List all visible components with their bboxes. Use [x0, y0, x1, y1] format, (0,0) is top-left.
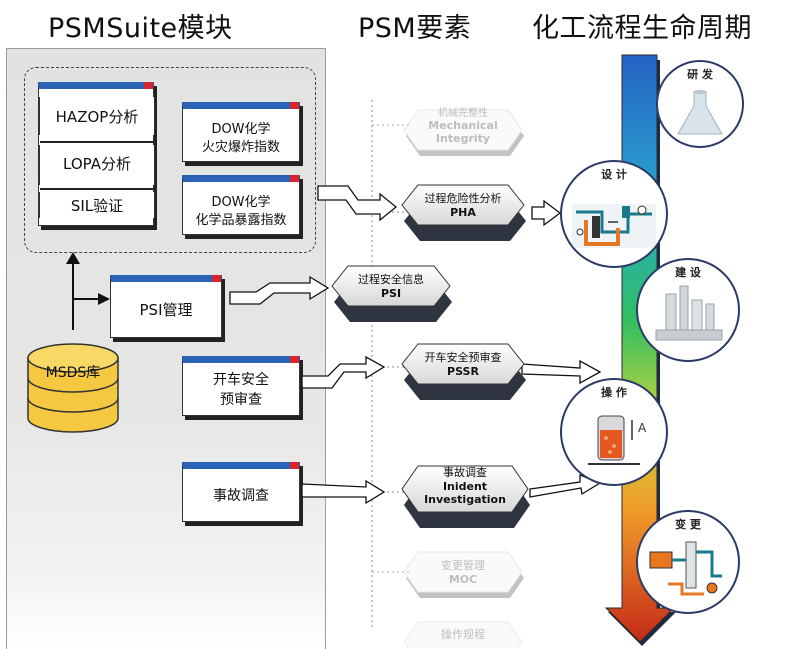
reactor-icon: A: [588, 415, 647, 465]
hex-pssr-text: 开车安全预审查 PSSR: [402, 349, 524, 378]
stack-divider: [40, 188, 154, 190]
arrow-to-psi: [229, 275, 330, 305]
lopa-label: LOPA分析: [63, 155, 131, 173]
arrow-to-pssr: [301, 355, 386, 389]
process-change-icon: [649, 541, 722, 596]
stack-divider: [40, 141, 154, 143]
incident-module-label: 事故调查: [213, 488, 269, 504]
hex-mi-text: 机械完整性 Mechanical Integrity: [404, 104, 522, 145]
stage-operation[interactable]: 操 作 A: [560, 378, 668, 486]
stage-research-label: 研 发: [687, 68, 713, 81]
hex-psi[interactable]: [331, 265, 452, 322]
pha-cn: 过程危险性分析: [424, 192, 502, 205]
moc-en: MOC: [448, 573, 478, 586]
hazop-module[interactable]: HAZOP分析: [39, 97, 155, 135]
hex-moc[interactable]: [403, 551, 524, 598]
pssr-cn: 开车安全预审查: [424, 351, 502, 364]
process-design-icon: [572, 204, 656, 248]
psi-management-module[interactable]: PSI管理: [110, 275, 222, 338]
svg-text:A: A: [638, 421, 647, 435]
ii-en1: Inident: [442, 480, 488, 493]
pha-en: PHA: [450, 206, 476, 219]
arrow-ii-to-operate: [529, 474, 602, 498]
plant-icon: [655, 285, 723, 341]
msds-database-icon[interactable]: [27, 343, 119, 433]
mi-cn: 机械完整性: [438, 108, 488, 119]
sil-label: SIL验证: [70, 197, 124, 215]
hazop-label: HAZOP分析: [55, 108, 139, 126]
flask-icon: [677, 90, 723, 135]
arrow-to-pha: [317, 185, 398, 222]
pssr-module[interactable]: 开车安全 预审查: [182, 356, 300, 416]
hex-pha[interactable]: [401, 184, 526, 241]
psi-management-label: PSI管理: [139, 301, 193, 319]
psi-en: PSI: [380, 287, 402, 300]
op-cn: 操作规程: [441, 628, 485, 641]
lopa-module[interactable]: LOPA分析: [39, 145, 155, 185]
pha-module-group: [24, 67, 316, 253]
dow-chem-line1: DOW化学: [211, 195, 271, 210]
hex-pssr[interactable]: [401, 343, 526, 400]
hex-pha-text: 过程危险性分析 PHA: [402, 190, 524, 219]
heading-psm-elements: PSM要素: [358, 13, 472, 44]
hex-operating[interactable]: [403, 621, 523, 648]
mi-en2: Integrity: [435, 132, 491, 145]
stage-design[interactable]: 设 计: [560, 160, 668, 268]
hex-ii-text: 事故调查 Inident Investigation: [402, 464, 528, 506]
dow-chemical-index-module[interactable]: DOW化学 化学品暴露指数: [182, 175, 300, 235]
stage-operation-label: 操 作: [601, 386, 627, 399]
dow-fire-line2: 火灾爆炸指数: [201, 140, 280, 155]
heading-psmsuite-modules: PSMSuite模块: [48, 13, 233, 44]
stage-construction-label: 建 设: [675, 266, 701, 279]
hex-psi-text: 过程安全信息 PSI: [332, 271, 450, 300]
pssr-module-line1: 开车安全: [213, 372, 269, 388]
mi-en1: Mechanical: [428, 119, 498, 132]
psi-cn: 过程安全信息: [358, 273, 424, 286]
hex-incident-investigation[interactable]: [401, 465, 530, 528]
heading-lifecycle: 化工流程生命周期: [532, 13, 752, 44]
stage-design-label: 设 计: [601, 168, 627, 181]
stage-research[interactable]: 研 发: [656, 60, 744, 148]
stage-change-label: 变 更: [675, 518, 701, 531]
hex-moc-text: 变更管理 MOC: [404, 557, 522, 586]
dow-chem-line2: 化学品暴露指数: [195, 213, 287, 228]
flow-arrows: [229, 185, 602, 505]
incident-module[interactable]: 事故调查: [182, 462, 300, 522]
pssr-module-line2: 预审查: [220, 392, 262, 408]
dow-fire-index-module[interactable]: DOW化学 火灾爆炸指数: [182, 102, 300, 162]
msds-label: MSDS库: [45, 365, 101, 381]
arrow-to-ii: [301, 479, 386, 505]
ii-en2: Investigation: [424, 493, 506, 506]
msds-up-connector: [66, 252, 110, 330]
stage-change[interactable]: 变 更: [636, 510, 740, 614]
hex-operating-text: 操作规程: [404, 626, 522, 642]
arrow-pha-to-design: [531, 199, 562, 227]
hex-mechanical-integrity[interactable]: [403, 109, 524, 156]
stage-construction[interactable]: 建 设: [636, 258, 740, 362]
dow-fire-line1: DOW化学: [211, 122, 271, 137]
moc-cn: 变更管理: [441, 559, 485, 572]
arrow-pssr-to-operate: [521, 359, 602, 385]
sil-module[interactable]: SIL验证: [39, 192, 155, 218]
pssr-en: PSSR: [447, 365, 479, 378]
ii-cn: 事故调查: [443, 466, 487, 479]
